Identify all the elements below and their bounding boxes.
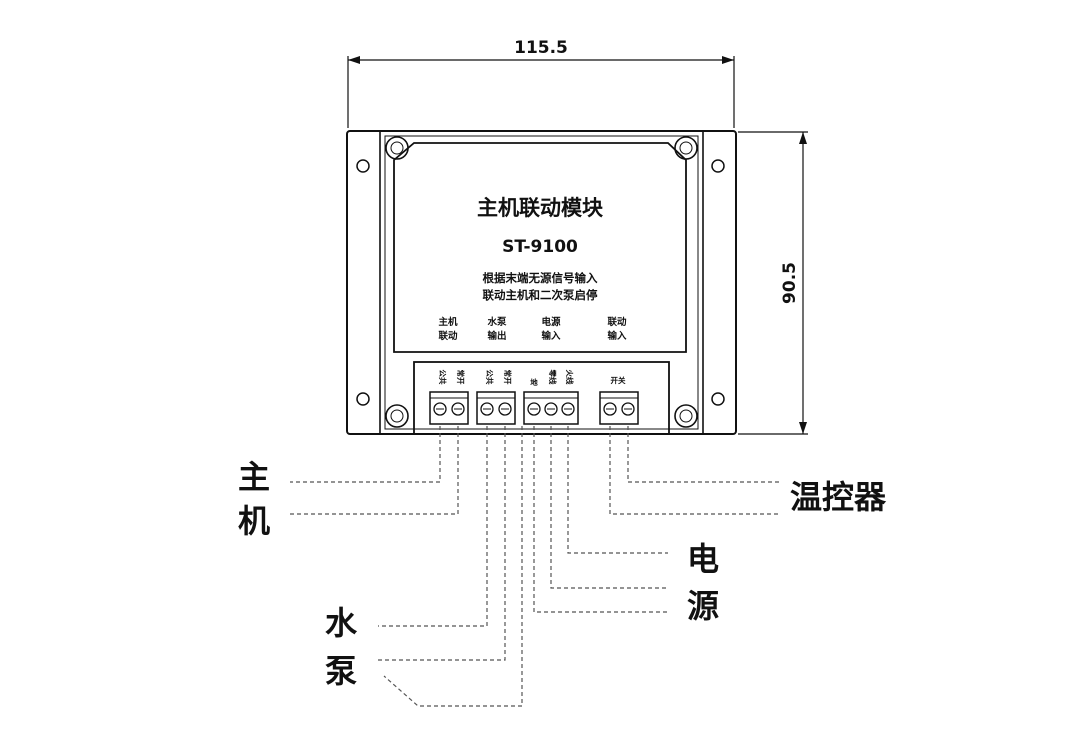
- height-value: 90.5: [780, 262, 800, 304]
- terminal-power-ground: 地: [530, 377, 538, 387]
- label-pump-1: 水: [325, 604, 358, 642]
- label-host-1: 主: [238, 458, 270, 496]
- label-host-2: 机: [238, 502, 270, 540]
- label-thermostat: 温控器: [790, 478, 887, 516]
- external-labels: 主 机 水 泵 电 源 温控器: [238, 458, 887, 690]
- label-panel: 主机联动模块 ST-9100 根据末端无源信号输入 联动主机和二次泵启停 主机 …: [393, 142, 687, 353]
- port-power-line-1: 电源: [541, 316, 561, 328]
- label-power-1: 电: [687, 540, 719, 578]
- port-power-line-2: 输入: [541, 330, 561, 342]
- width-dimension: 115.5: [347, 38, 735, 128]
- terminal-power-live: 火线: [565, 370, 575, 385]
- terminal-host-common: 公共: [438, 370, 448, 385]
- module-description-line-2: 联动主机和二次泵启停: [483, 288, 598, 302]
- terminal-host-no: 常开: [456, 370, 466, 385]
- port-pump-line-2: 输出: [487, 330, 506, 342]
- width-value: 115.5: [514, 38, 568, 58]
- terminal-strip: 公共 常开 公共 常开 地 零线 火线 开关: [413, 361, 670, 435]
- module-model: ST-9100: [502, 237, 578, 257]
- label-pump-2: 泵: [325, 652, 357, 690]
- module-description-line-1: 根据末端无源信号输入: [483, 271, 598, 285]
- height-dimension: 90.5: [738, 131, 808, 435]
- port-link-line-2: 输入: [607, 330, 627, 342]
- terminal-switch: 开关: [611, 375, 626, 385]
- terminal-pump-common: 公共: [485, 370, 495, 385]
- port-host-line-2: 联动: [438, 330, 458, 342]
- wiring-lines: [290, 426, 780, 707]
- port-link-line-1: 联动: [607, 316, 627, 328]
- terminal-pump-no: 常开: [503, 370, 513, 385]
- terminal-power-neutral: 零线: [548, 369, 558, 385]
- label-power-2: 源: [687, 587, 719, 625]
- port-pump-line-1: 水泵: [487, 316, 507, 328]
- port-host-line-1: 主机: [438, 316, 458, 328]
- module-title: 主机联动模块: [477, 196, 604, 220]
